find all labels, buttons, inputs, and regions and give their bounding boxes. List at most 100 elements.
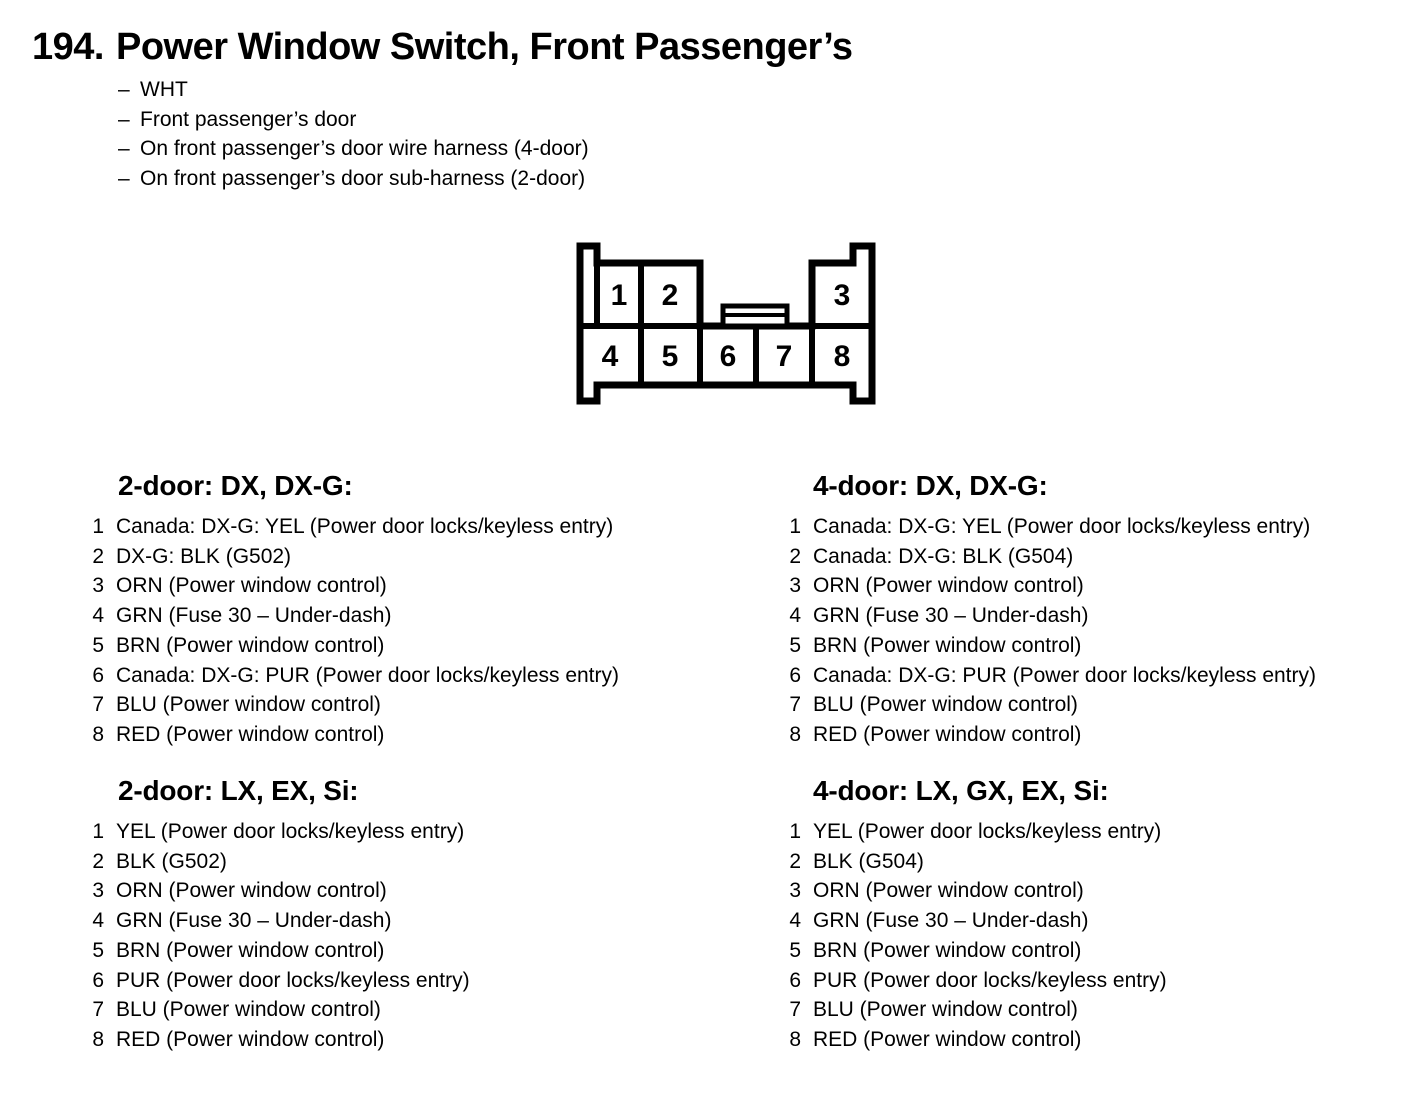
pin-number: 2	[92, 849, 104, 873]
pin-cell-label: 7	[776, 340, 793, 373]
pin-number: 3	[92, 879, 104, 903]
pin-number: 1	[92, 820, 104, 843]
pin-row: 6 PUR (Power door locks/keyless entry)	[80, 966, 470, 996]
bullet-item: – Front passenger’s door	[118, 105, 589, 135]
pin-cell-label: 3	[834, 279, 851, 312]
pin-number: 7	[789, 998, 801, 1022]
pin-description: Canada: DX-G: YEL (Power door locks/keyl…	[813, 515, 1311, 538]
pin-row: 5 BRN (Power window control)	[777, 631, 1316, 661]
page-title: 194.Power Window Switch, Front Passenger…	[32, 26, 853, 69]
pin-description: RED (Power window control)	[116, 722, 385, 746]
pin-description: BLU (Power window control)	[813, 693, 1078, 717]
pin-row: 1 Canada: DX-G: YEL (Power door locks/key…	[777, 512, 1316, 542]
bullet-dash: –	[118, 137, 130, 161]
pin-description: BLU (Power window control)	[813, 998, 1078, 1022]
pin-cell-label: 8	[834, 340, 851, 373]
pin-row: 4 GRN (Fuse 30 – Under-dash)	[80, 906, 470, 936]
pin-cell-label: 1	[611, 279, 628, 312]
pin-description: RED (Power window control)	[813, 1027, 1082, 1051]
pin-row: 7 BLU (Power window control)	[80, 995, 470, 1025]
pin-description: YEL (Power door locks/keyless entry)	[813, 820, 1162, 843]
pin-description: PUR (Power door locks/keyless entry)	[116, 968, 470, 992]
pin-cell-label: 4	[602, 340, 619, 373]
pin-number: 6	[789, 968, 801, 992]
pin-description: Canada: DX-G: PUR (Power door locks/keyl…	[116, 663, 620, 687]
pin-description: PUR (Power door locks/keyless entry)	[813, 968, 1167, 992]
pin-description: Canada: DX-G: YEL (Power door locks/keyl…	[116, 515, 614, 538]
pin-number: 1	[789, 820, 801, 843]
pin-description: BLU (Power window control)	[116, 998, 381, 1022]
bullet-text: WHT	[140, 78, 188, 101]
pin-row: 3 ORN (Power window control)	[80, 571, 619, 601]
pin-row: 8 RED (Power window control)	[80, 1025, 470, 1055]
pin-description: BRN (Power window control)	[813, 938, 1082, 962]
pin-number: 4	[92, 909, 104, 933]
pin-description: BRN (Power window control)	[116, 938, 385, 962]
pin-number: 5	[789, 633, 801, 657]
bullet-list: – WHT – Front passenger’s door – On fron…	[118, 75, 589, 194]
pin-number: 4	[92, 604, 104, 628]
pin-row: 1 YEL (Power door locks/keyless entry)	[777, 817, 1167, 847]
pin-description: GRN (Fuse 30 – Under-dash)	[813, 604, 1089, 628]
section-heading: 4-door: LX, GX, EX, Si:	[813, 775, 1109, 806]
pin-description: GRN (Fuse 30 – Under-dash)	[116, 604, 392, 628]
pin-number: 6	[92, 663, 104, 687]
pin-number: 5	[92, 938, 104, 962]
pin-cell-label: 2	[662, 279, 679, 312]
pin-number: 3	[92, 574, 104, 598]
pin-row: 2 BLK (G502)	[80, 847, 470, 877]
pin-number: 6	[92, 968, 104, 992]
pin-description: RED (Power window control)	[813, 722, 1082, 746]
pin-number: 2	[789, 849, 801, 873]
section-heading: 2-door: DX, DX-G:	[118, 470, 353, 501]
connector-outline	[576, 242, 876, 405]
pin-description: ORN (Power window control)	[813, 574, 1084, 598]
pin-cell-label: 6	[720, 340, 737, 373]
pin-number: 8	[92, 722, 104, 746]
bullet-text: Front passenger’s door	[140, 107, 357, 131]
pin-number: 6	[789, 663, 801, 687]
pin-description: Canada: DX-G: PUR (Power door locks/keyl…	[813, 663, 1317, 687]
pin-description: DX-G: BLK (G502)	[116, 544, 292, 568]
pin-description: GRN (Fuse 30 – Under-dash)	[116, 909, 392, 933]
pin-row: 4 GRN (Fuse 30 – Under-dash)	[80, 601, 619, 631]
pin-number: 7	[92, 998, 104, 1022]
pin-description: RED (Power window control)	[116, 1027, 385, 1051]
pin-description: ORN (Power window control)	[116, 879, 387, 903]
bullet-item: – WHT	[118, 75, 589, 105]
pin-cell-label: 5	[662, 340, 679, 373]
pin-description: BLK (G502)	[116, 849, 227, 873]
pin-number: 3	[789, 879, 801, 903]
pin-row: 5 BRN (Power window control)	[80, 936, 470, 966]
pin-number: 4	[789, 604, 801, 628]
pin-number: 8	[92, 1027, 104, 1051]
page-title-text: Power Window Switch, Front Passenger’s	[115, 26, 853, 68]
pin-list: 1 Canada: DX-G: YEL (Power door locks/key…	[777, 512, 1316, 750]
pin-number: 1	[789, 515, 801, 538]
pin-description: BRN (Power window control)	[813, 633, 1082, 657]
pin-row: 7 BLU (Power window control)	[777, 995, 1167, 1025]
pin-row: 6 Canada: DX-G: PUR (Power door locks/key…	[80, 661, 619, 691]
pin-description: GRN (Fuse 30 – Under-dash)	[813, 909, 1089, 933]
pin-row: 4 GRN (Fuse 30 – Under-dash)	[777, 601, 1316, 631]
pin-description: ORN (Power window control)	[116, 574, 387, 598]
pin-number: 2	[789, 544, 801, 568]
pin-description: BRN (Power window control)	[116, 633, 385, 657]
pin-number: 7	[92, 693, 104, 717]
section-heading: 2-door: LX, EX, Si:	[118, 775, 359, 806]
